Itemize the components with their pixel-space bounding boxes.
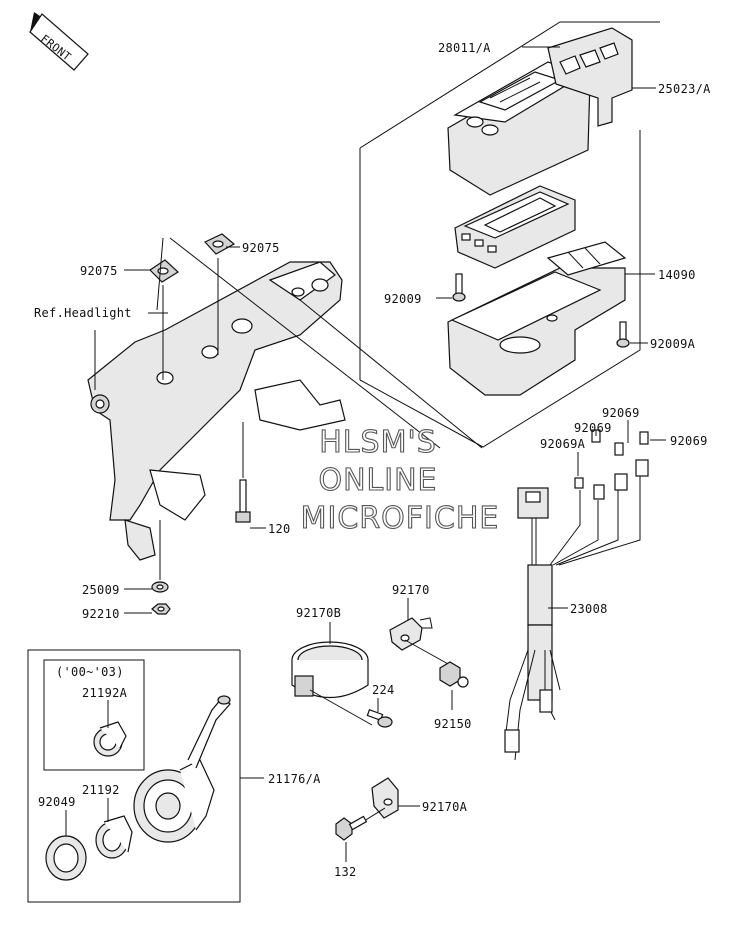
- screw-92009A: [616, 321, 630, 348]
- label-92170A: 92170A: [422, 800, 468, 814]
- label-132: 132: [334, 865, 357, 879]
- label-21192: 21192: [82, 783, 120, 797]
- part-21192: [95, 815, 133, 859]
- label-leaders: [65, 46, 666, 862]
- watermark-line-3: MICROFICHE: [301, 501, 500, 536]
- label-28011A: 28011/A: [438, 41, 491, 55]
- label-92009: 92009: [384, 292, 422, 306]
- label-25023A: 25023/A: [658, 82, 711, 96]
- label-25009: 25009: [82, 583, 120, 597]
- years-box: [43, 659, 145, 771]
- watermark-line-2: ONLINE: [318, 463, 437, 498]
- label-92170B: 92170B: [296, 606, 341, 620]
- label-92150: 92150: [434, 717, 472, 731]
- screw-92009: [452, 273, 466, 302]
- meter-unit: [454, 185, 576, 269]
- part-21192A: [93, 721, 127, 757]
- label-92075-right: 92075: [242, 241, 280, 255]
- meter-bracket: [87, 261, 346, 561]
- wiring-harness: [504, 476, 641, 761]
- nut-92210: [151, 603, 171, 615]
- gear-box-outline: [27, 649, 241, 903]
- bolt-92150: [439, 661, 469, 688]
- years-label: ('00~'03): [56, 665, 124, 679]
- label-92069-a: 92069: [602, 406, 640, 420]
- grommet-92075-right: [204, 233, 236, 255]
- label-92009A: 92009A: [650, 337, 696, 351]
- label-92069A: 92069A: [540, 437, 586, 451]
- label-120: 120: [268, 522, 291, 536]
- bolt-120: [235, 479, 251, 523]
- leader-lines-upper: [94, 237, 483, 449]
- clamp-92170: [389, 617, 433, 651]
- meter-case: [447, 241, 627, 396]
- clamp-92170A: [371, 777, 399, 819]
- seal-92049: [45, 835, 87, 881]
- bulb-sockets: [574, 429, 649, 500]
- ref-headlight-label: Ref.Headlight: [34, 306, 132, 320]
- label-92069-c: 92069: [670, 434, 708, 448]
- label-92170: 92170: [392, 583, 430, 597]
- grommet-92075-left: [149, 259, 179, 283]
- screw-224: [366, 709, 393, 728]
- clamp-92170B: [291, 641, 369, 699]
- watermark: HLSM'S ONLINE MICROFICHE: [300, 424, 500, 536]
- meter-assembly-outline: [359, 21, 660, 448]
- meter-cover: [447, 61, 591, 196]
- front-arrow-icon: FRONT: [29, 12, 89, 71]
- label-21176A: 21176/A: [268, 772, 321, 786]
- label-92069-b: 92069: [574, 421, 612, 435]
- bolt-132: [335, 815, 368, 841]
- label-21192A: 21192A: [82, 686, 128, 700]
- watermark-line-1: HLSM'S: [319, 425, 437, 460]
- label-224: 224: [372, 683, 395, 697]
- label-14090: 14090: [658, 268, 696, 282]
- speedometer-gear: [133, 695, 231, 843]
- label-23008: 23008: [570, 602, 608, 616]
- label-92210: 92210: [82, 607, 120, 621]
- label-92049: 92049: [38, 795, 76, 809]
- label-92075-left: 92075: [80, 264, 118, 278]
- washer-25009: [151, 581, 169, 593]
- indicator-housing: [547, 27, 633, 127]
